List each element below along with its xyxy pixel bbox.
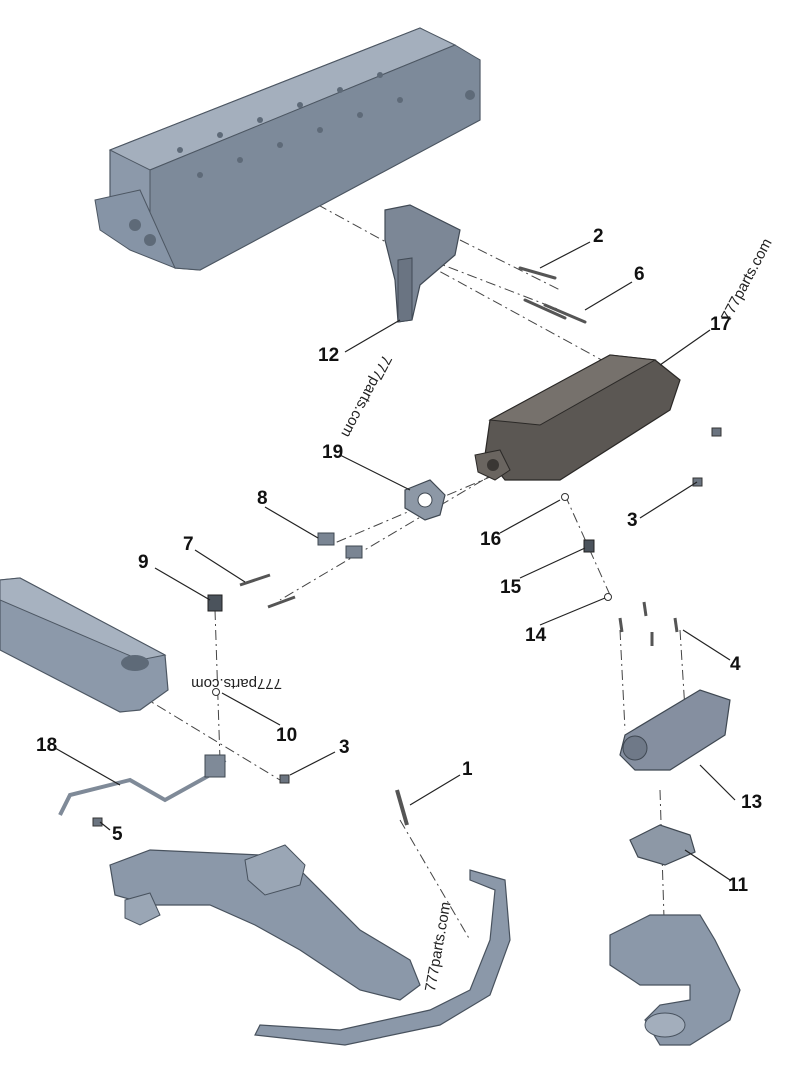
exhaust-manifold bbox=[109, 844, 421, 1001]
callout-13: 13 bbox=[741, 792, 763, 813]
small-bolts bbox=[92, 427, 722, 827]
bracket bbox=[384, 204, 461, 323]
leader-lines bbox=[54, 241, 736, 881]
callout-4: 4 bbox=[730, 654, 741, 675]
callout-9: 9 bbox=[138, 552, 149, 573]
callout-10: 10 bbox=[276, 725, 298, 746]
pressure-sensor bbox=[207, 594, 223, 612]
valve-bolts bbox=[618, 601, 679, 646]
exhaust-pipe bbox=[254, 869, 511, 1046]
watermark-3: 777parts.com bbox=[191, 675, 282, 692]
temperature-sensor bbox=[395, 789, 409, 826]
bolts-upper bbox=[518, 266, 587, 324]
callout-16: 16 bbox=[480, 529, 502, 550]
callout-3b: 3 bbox=[339, 737, 350, 758]
callout-18: 18 bbox=[36, 735, 58, 756]
callout-8: 8 bbox=[257, 488, 268, 509]
callout-12: 12 bbox=[318, 345, 340, 366]
callout-11: 11 bbox=[728, 875, 749, 896]
valve-gasket bbox=[629, 824, 696, 866]
cylinder-head bbox=[94, 27, 481, 271]
egr-valve bbox=[619, 689, 731, 771]
callout-17: 17 bbox=[710, 314, 732, 335]
callout-19: 19 bbox=[322, 442, 344, 463]
gasket bbox=[404, 479, 446, 521]
spacers-bolts bbox=[239, 532, 363, 609]
connector bbox=[583, 539, 595, 553]
callout-15: 15 bbox=[500, 577, 522, 598]
callout-5: 5 bbox=[112, 824, 123, 845]
callout-6: 6 bbox=[634, 264, 645, 285]
callout-2: 2 bbox=[593, 226, 604, 247]
rocker-cover bbox=[0, 577, 169, 713]
egr-cooler bbox=[474, 354, 681, 481]
callout-14: 14 bbox=[525, 625, 547, 646]
callout-3a: 3 bbox=[627, 510, 638, 531]
turbo-housing bbox=[609, 914, 741, 1046]
o-rings bbox=[212, 493, 612, 696]
callout-1: 1 bbox=[462, 759, 473, 780]
callout-7: 7 bbox=[183, 534, 194, 555]
egr-tube bbox=[58, 758, 227, 816]
